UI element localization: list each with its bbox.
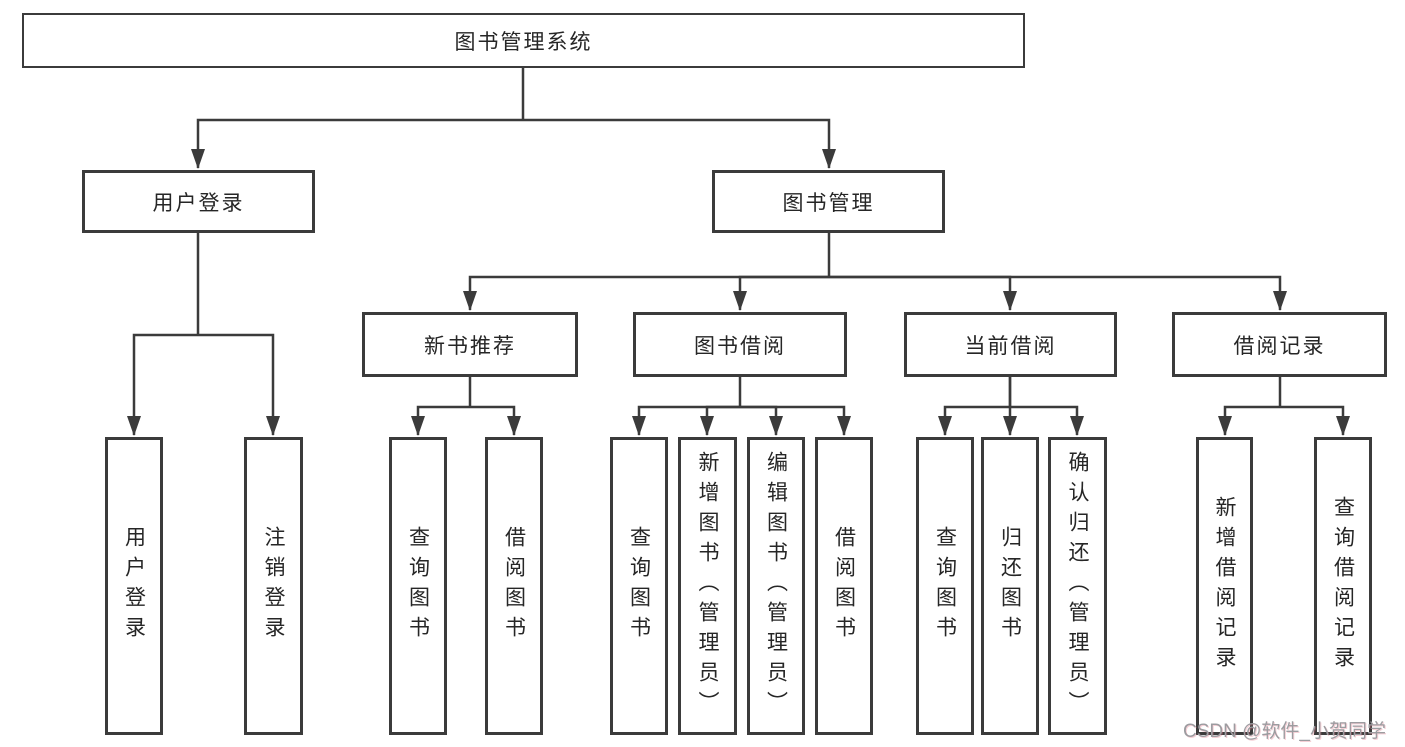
leaf-label: 借阅图书 [832,526,856,646]
leaf-logout: 注销登录 [244,437,303,735]
leaf-confirm-return-admin: 确认归还（管理员） [1048,437,1107,735]
node-book-borrowing: 图书借阅 [633,312,847,377]
leaf-label: 查询借阅记录 [1331,496,1355,676]
leaf-query-books-current: 查询图书 [916,437,974,735]
node-borrowing-records: 借阅记录 [1172,312,1387,377]
leaf-borrow-books-recommend: 借阅图书 [485,437,543,735]
leaf-label: 归还图书 [998,526,1022,646]
leaf-label: 编辑图书（管理员） [764,451,788,721]
leaf-borrow-books-borrowing: 借阅图书 [815,437,873,735]
leaf-add-borrow-record: 新增借阅记录 [1196,437,1253,735]
leaf-user-login: 用户登录 [105,437,163,735]
node-user-login: 用户登录 [82,170,315,233]
leaf-edit-book-admin: 编辑图书（管理员） [747,437,805,735]
node-label: 新书推荐 [424,334,516,358]
leaf-label: 确认归还（管理员） [1066,451,1089,721]
node-label: 图书管理系统 [454,30,593,54]
node-label: 图书借阅 [694,334,786,358]
node-label: 借阅记录 [1233,334,1326,358]
leaf-label: 查询图书 [627,526,651,646]
node-new-book-recommendation: 新书推荐 [362,312,578,377]
leaf-label: 注销登录 [262,526,285,646]
leaf-query-books-borrowing: 查询图书 [610,437,668,735]
leaf-label: 新增借阅记录 [1213,496,1236,676]
leaf-label: 借阅图书 [502,526,526,646]
leaf-label: 查询图书 [406,526,430,646]
leaf-label: 查询图书 [933,526,957,646]
watermark-csdn: CSDN @软件_小贺同学 [1183,721,1386,742]
node-label: 当前借阅 [964,334,1057,358]
leaf-label: 用户登录 [122,526,146,646]
leaf-query-borrow-record: 查询借阅记录 [1314,437,1372,735]
leaf-add-book-admin: 新增图书（管理员） [678,437,737,735]
node-library-management-system: 图书管理系统 [22,13,1025,68]
node-label: 用户登录 [152,191,245,215]
leaf-return-books: 归还图书 [981,437,1039,735]
node-book-management: 图书管理 [712,170,945,233]
node-current-borrowing: 当前借阅 [904,312,1117,377]
leaf-query-books-recommend: 查询图书 [389,437,447,735]
node-label: 图书管理 [782,191,875,215]
leaf-label: 新增图书（管理员） [696,451,719,721]
